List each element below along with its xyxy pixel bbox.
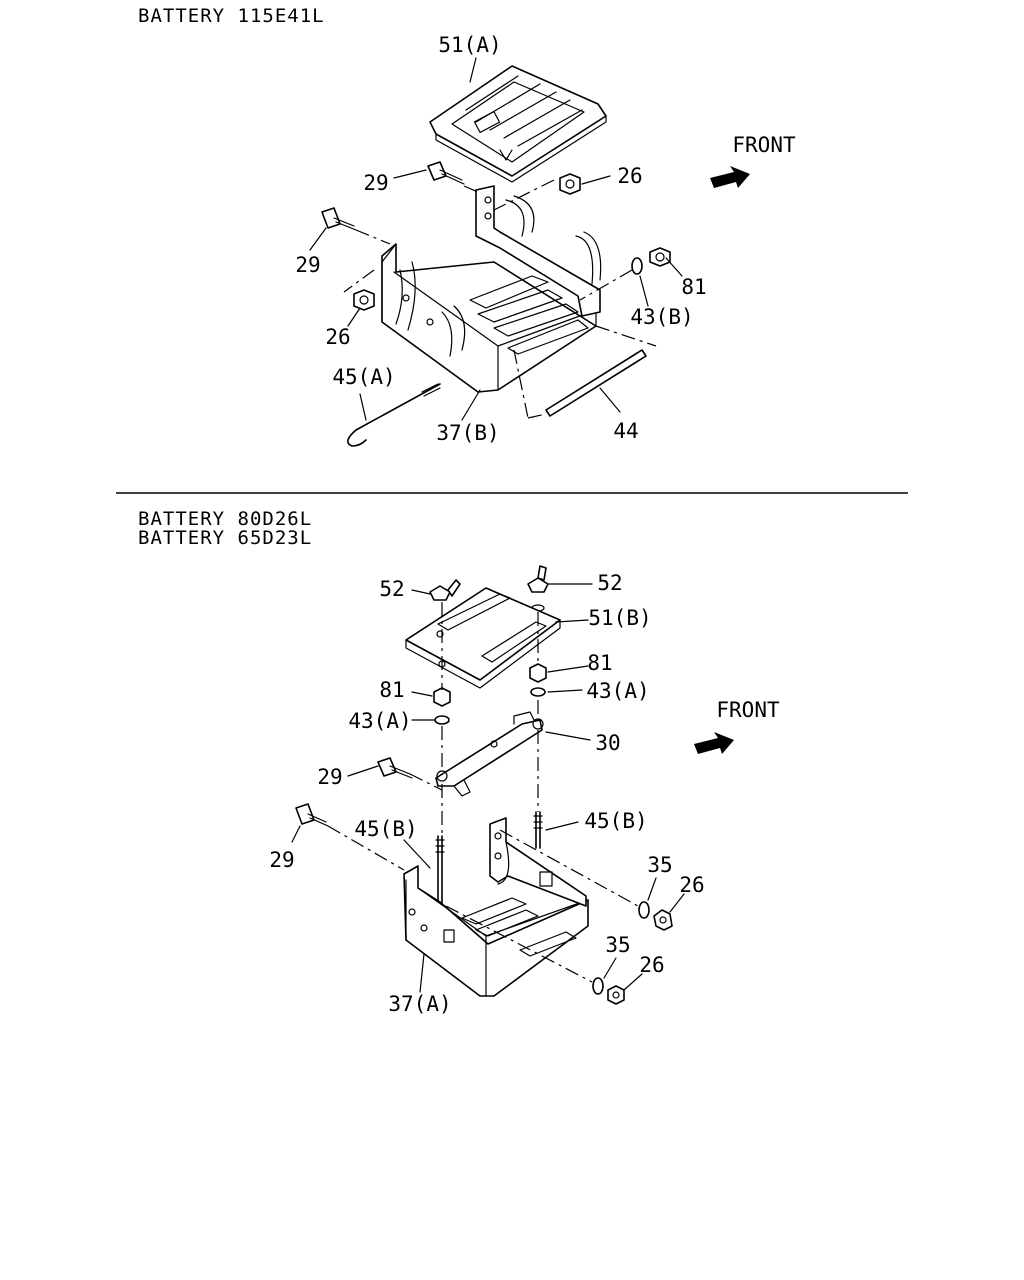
bolt-29-left bbox=[321, 207, 357, 231]
front-arrow-icon-2 bbox=[694, 732, 734, 754]
callout-37b: 37(B) bbox=[436, 421, 499, 445]
callout-29-upper-2: 29 bbox=[317, 765, 342, 789]
callout-26-upper-2: 26 bbox=[679, 873, 704, 897]
callout-29-left: 29 bbox=[295, 253, 320, 277]
callout-43a-right: 43(A) bbox=[586, 679, 649, 703]
battery-cover-51a bbox=[429, 65, 607, 183]
callout-30: 30 bbox=[595, 731, 620, 755]
nut-81-right bbox=[529, 663, 547, 683]
washer-35-upper bbox=[638, 901, 650, 919]
section-2-title-2: BATTERY 65D23L bbox=[138, 527, 312, 549]
front-label-2: FRONT bbox=[716, 698, 780, 722]
section-2-title-1: BATTERY 80D26L bbox=[138, 508, 312, 530]
callout-51a: 51(A) bbox=[438, 33, 501, 57]
callout-81-right: 81 bbox=[587, 651, 612, 675]
battery-cover-51b bbox=[405, 587, 561, 689]
callout-37a: 37(A) bbox=[388, 992, 451, 1016]
callout-43b: 43(B) bbox=[630, 305, 693, 329]
callout-26-left: 26 bbox=[325, 325, 350, 349]
callout-35-lower: 35 bbox=[605, 933, 630, 957]
callout-29-upper: 29 bbox=[363, 171, 388, 195]
bolt-29-lower-2 bbox=[295, 803, 329, 827]
nut-81 bbox=[649, 247, 671, 267]
callout-52-right: 52 bbox=[597, 571, 622, 595]
callout-45a: 45(A) bbox=[332, 365, 395, 389]
rod-44 bbox=[545, 349, 647, 417]
callout-45b-left: 45(B) bbox=[354, 817, 417, 841]
j-bolt-45b-right bbox=[533, 811, 543, 849]
nut-26-lower-2 bbox=[607, 985, 625, 1005]
j-bolt-45a bbox=[347, 383, 441, 447]
battery-tray-37a bbox=[403, 817, 589, 997]
callout-43a-left: 43(A) bbox=[348, 709, 411, 733]
callout-44: 44 bbox=[613, 419, 638, 443]
washer-43a-right bbox=[530, 687, 546, 697]
battery-tray-37b bbox=[381, 185, 602, 393]
callout-29-lower-2: 29 bbox=[269, 848, 294, 872]
callout-26-lower-2: 26 bbox=[639, 953, 664, 977]
callout-35-upper: 35 bbox=[647, 853, 672, 877]
wing-nut-52-right bbox=[527, 565, 549, 612]
bolt-29-upper-2 bbox=[377, 757, 413, 779]
washer-43a-left bbox=[434, 715, 450, 725]
bolt-29-upper bbox=[427, 161, 465, 185]
washer-43b bbox=[631, 257, 643, 275]
nut-26-left bbox=[353, 289, 375, 311]
callout-51b: 51(B) bbox=[588, 606, 651, 630]
front-label: FRONT bbox=[732, 133, 796, 157]
section-1-title: BATTERY 115E41L bbox=[138, 5, 325, 27]
front-arrow-icon bbox=[710, 166, 750, 188]
callout-81: 81 bbox=[681, 275, 706, 299]
wing-nut-52-left bbox=[429, 579, 461, 601]
callout-52-left: 52 bbox=[379, 577, 404, 601]
callout-45b-right: 45(B) bbox=[584, 809, 647, 833]
hold-down-bracket-30 bbox=[435, 711, 544, 797]
callout-26-upper: 26 bbox=[617, 164, 642, 188]
callout-81-left: 81 bbox=[379, 678, 404, 702]
nut-26-upper bbox=[559, 173, 581, 195]
washer-35-lower bbox=[592, 977, 604, 995]
nut-26-upper-2 bbox=[653, 909, 673, 931]
nut-81-left bbox=[433, 687, 451, 707]
